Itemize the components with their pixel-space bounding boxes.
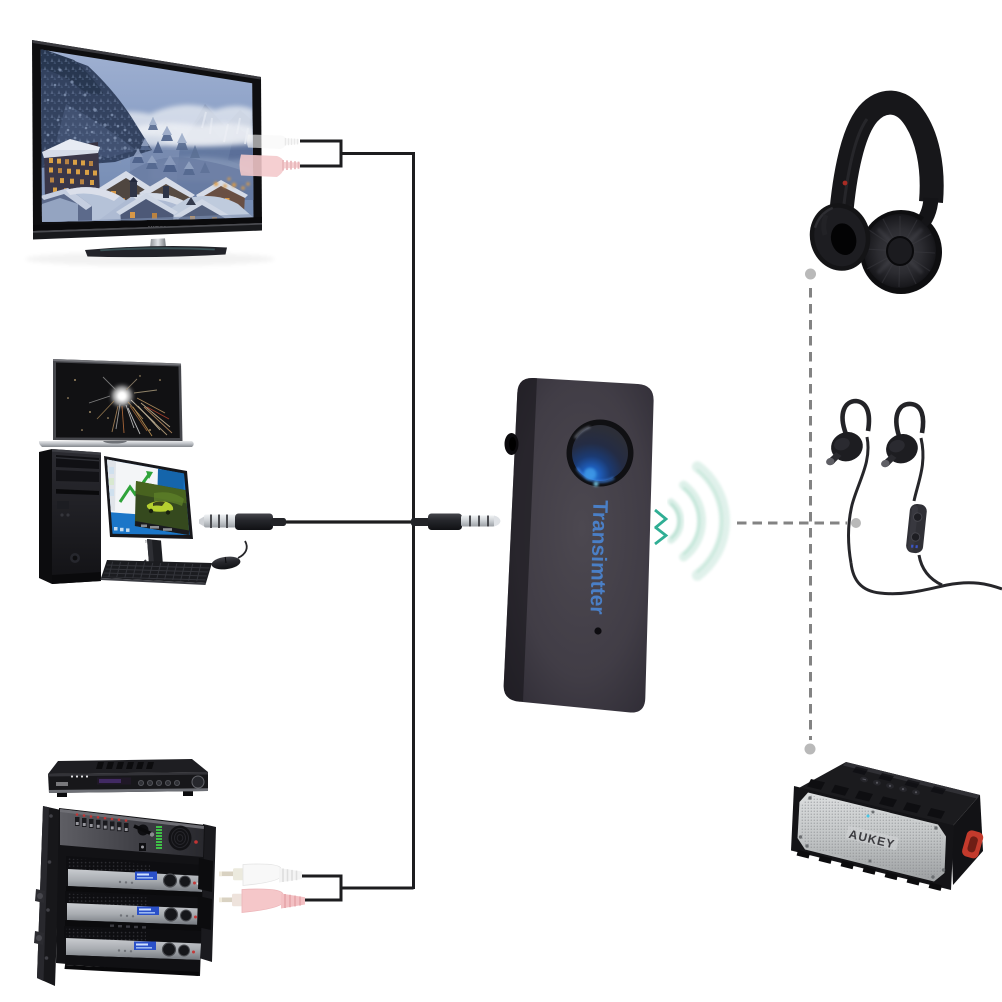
svg-text:Transimtter: Transimtter [586,500,612,615]
